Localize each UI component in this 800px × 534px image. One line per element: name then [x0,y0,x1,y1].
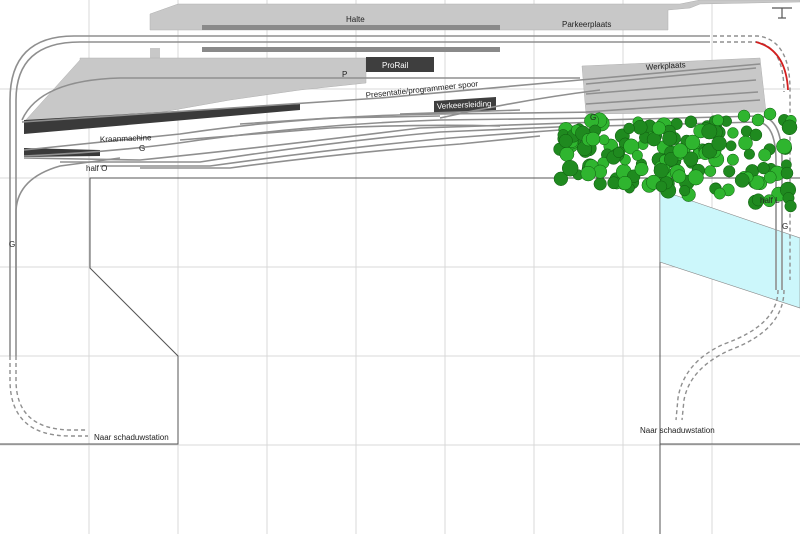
tree [558,133,573,148]
tree [763,170,777,184]
tree [598,134,610,146]
tree [711,135,727,152]
label-p: P [342,70,347,79]
tracks [9,35,783,356]
tree [784,200,797,213]
label-kraanmachine: Kraanmachine [100,133,152,144]
platform-top-strip [150,48,160,58]
label-verkeersleiding: Verkeersleiding [437,99,492,111]
halte-platform-strip [202,25,500,30]
tree [631,149,643,161]
tree [737,109,751,123]
water-area [659,189,800,309]
tree [672,143,688,159]
tree [749,175,765,190]
label-presentatie: Presentatie/programmeer spoor [365,79,479,100]
label-prorail: ProRail [382,61,408,70]
tree [613,146,624,158]
tree [723,165,736,178]
tree [559,146,575,162]
tree [684,134,701,151]
tree [701,123,718,140]
compass-icon [772,7,792,19]
tree [749,128,763,142]
tree [758,148,772,162]
trees [553,107,798,213]
tree [726,153,739,166]
label-g-right: G [782,222,788,231]
tree [727,127,739,139]
tree [757,161,770,175]
tree [585,131,601,147]
label-g-left: G [9,240,15,249]
tree [780,166,794,180]
tree [725,140,737,152]
tree [623,122,635,135]
tree [679,185,691,197]
tree [623,138,640,155]
tree [617,175,633,191]
tree [593,177,607,191]
label-halte: Halte [346,15,365,24]
halte-platform-strip-2 [202,47,500,52]
tree [751,193,765,207]
tree [687,169,704,186]
tree [580,165,596,182]
tree [632,119,648,135]
tree [738,135,753,151]
label-naar-schaduwstation-right: Naar schaduwstation [640,426,715,435]
tree [672,169,687,184]
tree [651,121,666,136]
tree [751,113,765,127]
tree [653,163,669,179]
tree [743,148,755,160]
station-building-dark [24,104,300,134]
tree [683,151,699,167]
tree [763,107,777,121]
tree [734,172,750,188]
label-half-o: half O [86,164,107,173]
label-half-l: half L [760,196,780,205]
tree [553,171,569,186]
tree [713,187,726,200]
tree [561,159,579,177]
tree [684,115,698,129]
label-werkplaats: Werkplaats [646,60,686,72]
tree [781,119,798,136]
label-g-kraan: G [139,144,145,153]
tree [712,114,724,127]
prorail-building [366,57,434,72]
platform-top [149,0,800,31]
tree [704,165,717,177]
tree [662,130,678,146]
red-track-section [755,41,789,91]
label-naar-schaduwstation-left: Naar schaduwstation [94,433,169,442]
tree [655,180,668,193]
label-g-yard: G [590,113,596,122]
tree [634,162,649,177]
tree [776,138,792,155]
label-parkeerplaats: Parkeerplaats [562,20,611,29]
